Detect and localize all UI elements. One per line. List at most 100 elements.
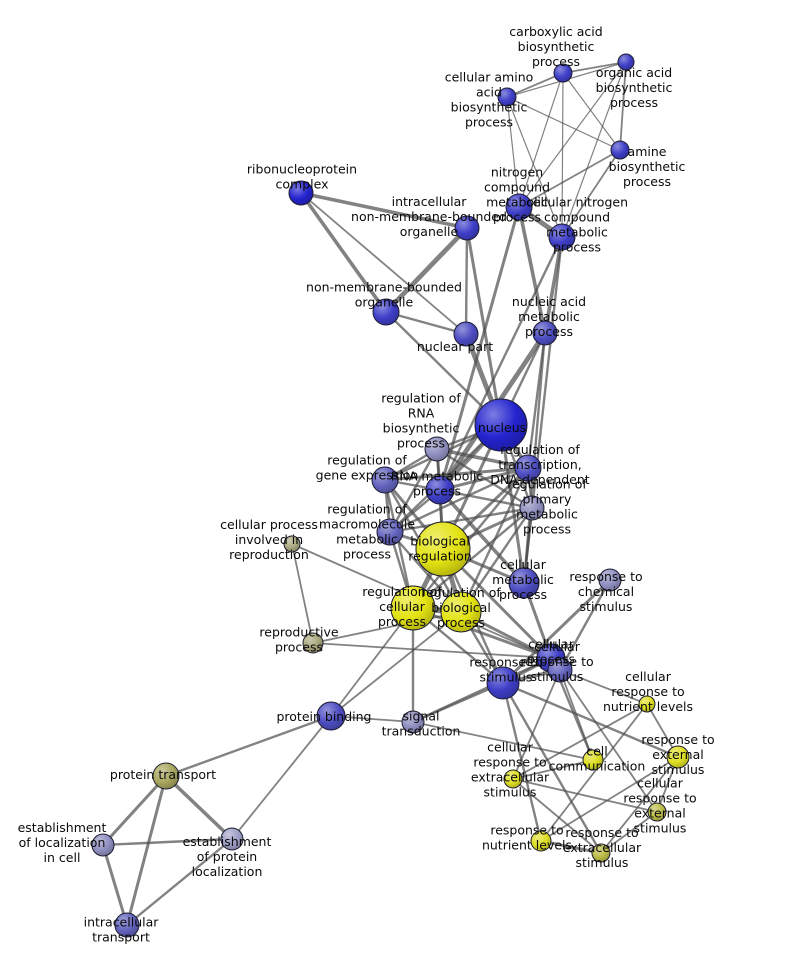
node-nucpart[interactable] — [453, 321, 479, 347]
edge-reproproc-cellproc — [312, 642, 552, 659]
node-cellmetab[interactable] — [508, 567, 540, 599]
edge-carboxylic-cellamino — [506, 72, 564, 98]
edge-organic-amine — [619, 61, 627, 151]
edge-regprimary-regbioproc — [459, 506, 534, 614]
node-nonmemorg[interactable] — [372, 298, 400, 326]
edge-respext-respextra — [600, 756, 679, 854]
edge-prottrans-estprotloc — [164, 774, 234, 841]
edge-protbind-regbioproc — [330, 611, 462, 717]
edge-regtrans-reggene — [383, 466, 530, 482]
node-ribo[interactable] — [288, 180, 314, 206]
node-regbioproc[interactable] — [440, 591, 482, 633]
node-respchem[interactable] — [598, 568, 622, 592]
edge-cellamino-nitrogen — [506, 96, 520, 208]
edge-prottrans-estloc — [101, 774, 168, 847]
edge-amine-cellnitrogen — [561, 149, 621, 238]
node-amine[interactable] — [610, 140, 630, 160]
edge-respstim-respnutr — [501, 681, 543, 843]
node-rnametab[interactable] — [425, 475, 455, 505]
node-cellrespnutr[interactable] — [638, 695, 656, 713]
edge-cellrespstim-cellrespnutr — [559, 669, 648, 705]
edge-intraorg-nucleus — [465, 226, 503, 427]
node-reproproc[interactable] — [302, 632, 324, 654]
edge-protbind-regcellproc — [330, 607, 414, 717]
edge-estloc-intratrans — [101, 843, 129, 927]
node-nitrogen[interactable] — [505, 193, 533, 221]
node-organic[interactable] — [617, 53, 635, 71]
node-reggene[interactable] — [371, 466, 399, 494]
node-nucacid[interactable] — [532, 320, 558, 346]
node-regcellproc[interactable] — [390, 585, 436, 631]
node-cellrespstim[interactable] — [547, 657, 573, 683]
node-cellcomm[interactable] — [582, 749, 604, 771]
edge-regrna-regmacro — [388, 447, 439, 534]
node-respnutr[interactable] — [530, 830, 552, 852]
node-nucleus[interactable] — [474, 398, 528, 452]
edge-respextra-cellrespextra — [512, 778, 602, 854]
node-regprimary[interactable] — [519, 495, 545, 521]
edge-cellrespextra-cellrespext — [512, 778, 658, 813]
node-regrna[interactable] — [424, 436, 450, 462]
node-cellrespextra[interactable] — [503, 769, 523, 789]
edge-amine-nitrogen — [518, 149, 621, 208]
edge-cellcomm-cellrespextra — [512, 759, 594, 780]
node-regmacro[interactable] — [376, 518, 404, 546]
nodes-layer — [91, 53, 690, 938]
node-regtrans[interactable] — [514, 454, 542, 482]
edge-nitrogen-nucacid — [517, 205, 547, 335]
node-cellamino[interactable] — [497, 87, 517, 107]
edge-rnametab-regprimary — [438, 488, 534, 510]
edge-ribo-nonmemorg — [299, 191, 388, 314]
edges-layer — [101, 61, 680, 927]
edge-regtrans-regcellproc — [411, 466, 530, 610]
edge-cellprocrepro-reproproc — [291, 543, 314, 644]
edge-cellrespextra-cellrespnutr — [512, 703, 648, 780]
edge-respstim-respextra — [501, 681, 603, 855]
node-cellrespext[interactable] — [647, 802, 667, 822]
node-estloc[interactable] — [91, 833, 115, 857]
edge-respextra-cellrespext — [600, 811, 658, 854]
edge-estprotloc-intratrans — [125, 837, 234, 927]
node-prottrans[interactable] — [152, 762, 180, 790]
edge-regprimary-regmacro — [388, 506, 534, 534]
node-intraorg[interactable] — [454, 215, 480, 241]
node-intratrans[interactable] — [114, 912, 140, 938]
edge-regtrans-rnametab — [438, 466, 530, 492]
edge-cellrespstim-cellrespext — [559, 669, 658, 813]
node-sigtrans[interactable] — [401, 710, 425, 734]
node-bioreg[interactable] — [415, 521, 471, 577]
edge-prottrans-intratrans — [125, 774, 168, 927]
edge-protbind-prottrans — [164, 714, 333, 778]
edge-organic-nitrogen — [518, 61, 627, 208]
edge-nonmemorg-nucpart — [384, 310, 468, 336]
node-estprotloc[interactable] — [220, 827, 244, 851]
node-respext[interactable] — [666, 745, 690, 769]
edge-cellrespstim-cellcomm — [559, 669, 594, 761]
edge-respstim-respext — [501, 681, 680, 759]
edge-cellrespstim-cellrespextra — [512, 669, 561, 780]
edge-carboxylic-organic — [562, 61, 627, 74]
edge-cellamino-amine — [506, 96, 621, 151]
edge-cellnitrogen-rnametab — [438, 235, 564, 492]
edge-cellrespstim-respchem — [558, 578, 612, 672]
node-carboxylic[interactable] — [553, 63, 573, 83]
edge-organic-cellnitrogen — [561, 61, 627, 238]
edge-carboxylic-cellnitrogen — [561, 72, 564, 238]
node-cellprocrepro[interactable] — [283, 535, 301, 553]
node-respextra[interactable] — [591, 843, 611, 863]
edge-estloc-estprotloc — [101, 837, 234, 847]
edge-rnametab-cellmetab — [438, 488, 526, 585]
node-cellnitrogen[interactable] — [548, 223, 576, 251]
node-protbind[interactable] — [316, 701, 346, 731]
node-respstim[interactable] — [486, 666, 520, 700]
edge-ribo-intraorg — [299, 191, 469, 230]
edge-regprimary-regcellproc — [411, 506, 534, 610]
edge-reproproc-regbioproc — [312, 611, 462, 644]
